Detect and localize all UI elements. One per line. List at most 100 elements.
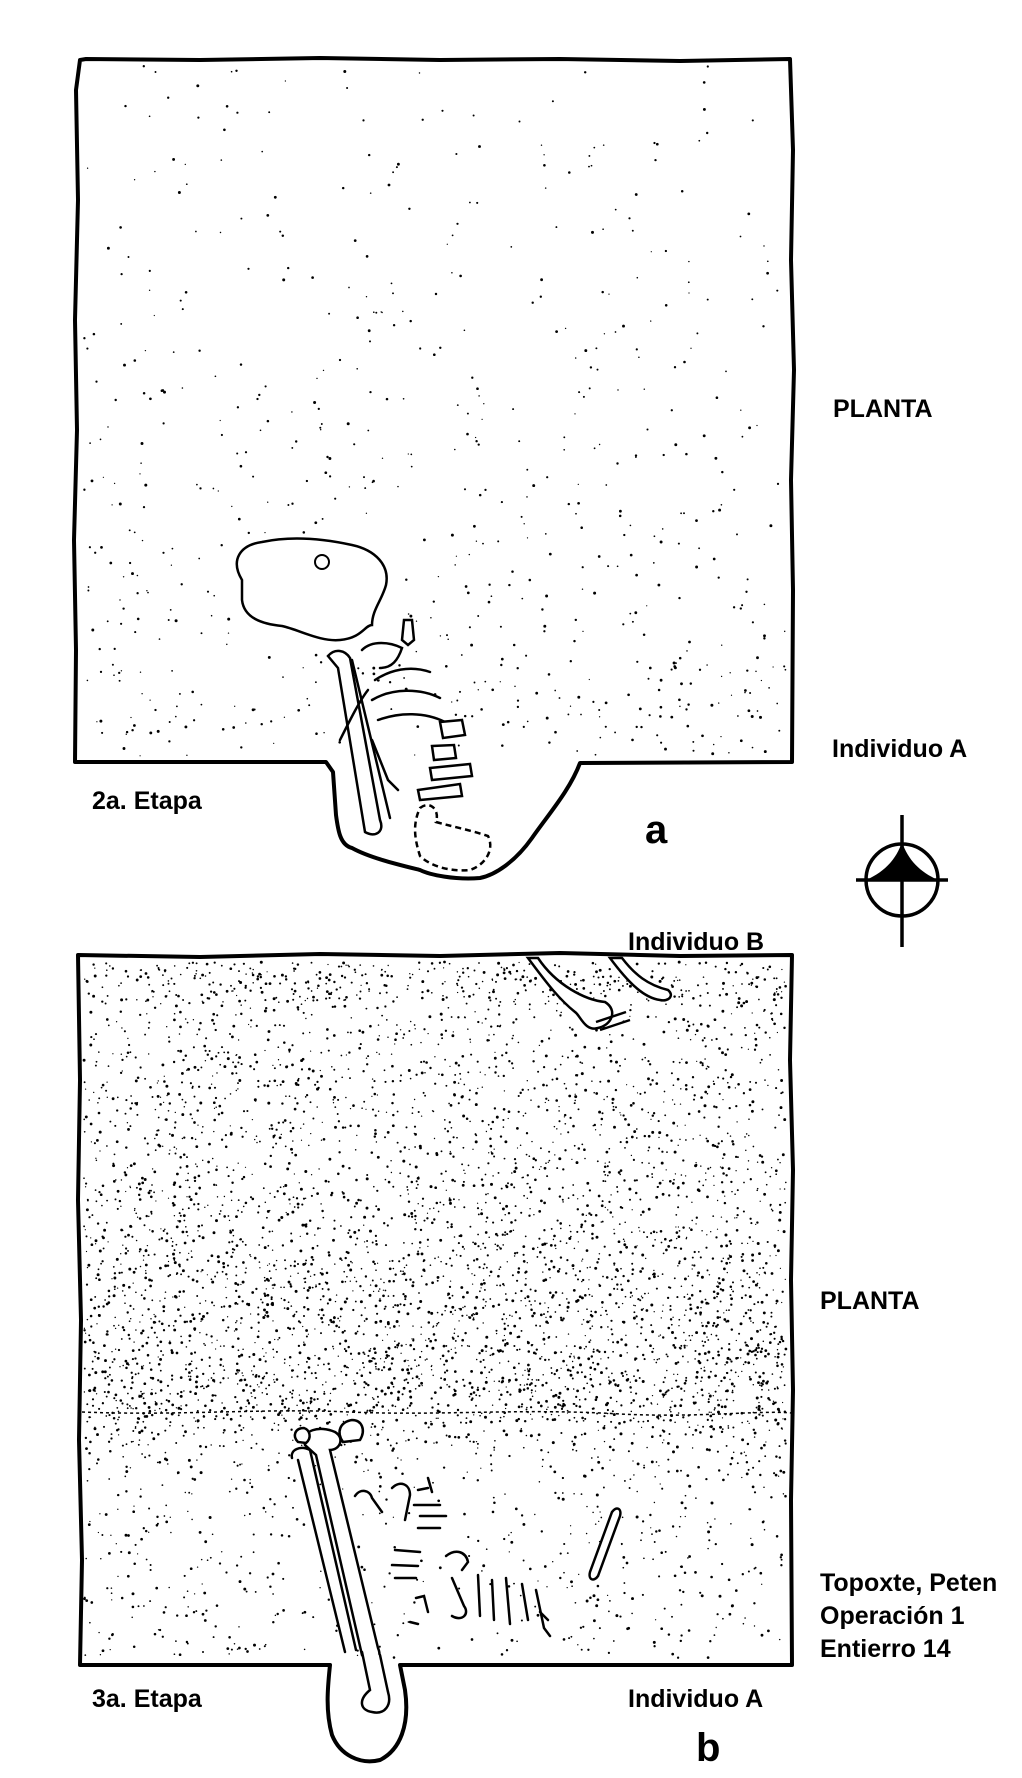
soil-dot [687,1298,689,1300]
soil-dot [566,1409,569,1412]
soil-dot [380,1389,384,1393]
soil-dot [414,1133,417,1136]
soil-dot [576,1389,579,1393]
soil-dot [175,1351,179,1355]
soil-dot [184,1054,188,1058]
soil-dot [211,1280,215,1284]
soil-dot [118,984,120,987]
soil-dot [194,1380,198,1384]
soil-dot [157,1080,159,1082]
soil-dot [577,1241,579,1243]
soil-dot [448,1435,451,1438]
soil-dot [190,1256,193,1259]
soil-dot [402,1272,406,1276]
soil-dot [678,656,682,660]
soil-dot [695,1497,697,1499]
soil-dot [426,1238,430,1241]
soil-dot [193,1121,196,1124]
soil-dot [142,1254,145,1257]
soil-dot [699,1256,702,1259]
soil-dot [762,1340,765,1343]
soil-dot [680,1003,683,1006]
soil-dot [101,986,104,989]
soil-dot [296,963,300,966]
soil-dot [127,1363,130,1366]
soil-dot [567,1197,570,1199]
soil-dot [688,1484,692,1488]
soil-dot [715,396,719,400]
soil-dot [513,1158,517,1161]
soil-dot [127,256,130,258]
soil-dot [177,1472,179,1475]
soil-dot [95,1159,98,1162]
soil-dot [519,1144,522,1147]
soil-dot [112,1294,116,1298]
soil-dot [333,1068,336,1071]
soil-dot [268,1263,271,1265]
soil-dot [140,1365,143,1368]
soil-dot [776,1158,779,1161]
soil-dot [722,981,725,985]
soil-dot [183,1390,185,1392]
soil-dot [499,1135,503,1138]
soil-dot [671,1652,675,1656]
soil-dot [172,351,175,353]
soil-dot [768,687,770,689]
soil-dot [781,1153,785,1157]
soil-dot [323,731,325,734]
soil-dot [434,292,438,296]
soil-dot [466,967,469,970]
soil-dot [646,1236,649,1238]
soil-dot [83,1225,86,1228]
soil-dot [615,1614,619,1618]
soil-dot [190,1136,194,1140]
soil-dot [125,730,129,734]
soil-dot [504,1293,507,1295]
soil-dot [706,1521,709,1524]
soil-dot [753,1363,755,1366]
soil-dot [505,1204,509,1208]
soil-dot [338,1151,341,1154]
soil-dot [281,1102,284,1105]
soil-dot [340,1225,342,1227]
soil-dot [477,1020,480,1024]
soil-dot [237,1337,240,1340]
soil-dot [195,230,197,233]
soil-dot [149,731,153,735]
soil-dot [733,488,736,491]
soil-dot [385,1498,388,1501]
soil-dot [148,1507,151,1510]
soil-dot [752,1428,756,1432]
soil-dot [300,1068,304,1071]
soil-dot [724,1069,727,1072]
soil-dot [292,1314,295,1318]
soil-dot [669,1318,673,1321]
soil-dot [312,1616,315,1619]
soil-dot [493,1196,497,1200]
soil-dot [539,1250,542,1254]
soil-dot [451,1249,455,1252]
soil-dot [476,201,479,204]
soil-dot [468,1316,472,1319]
soil-dot [402,1270,404,1273]
soil-dot [213,1107,216,1110]
soil-dot [410,465,413,468]
soil-dot [386,1224,389,1227]
soil-dot [503,968,506,971]
soil-dot [376,1051,378,1054]
soil-dot [284,978,288,981]
soil-dot [180,1408,183,1411]
soil-dot [730,1033,733,1036]
soil-dot [735,1339,737,1342]
soil-dot [493,1155,496,1158]
soil-dot [611,1372,613,1375]
soil-dot [664,747,667,751]
soil-dot [683,1277,687,1281]
soil-dot [485,1350,487,1353]
soil-dot [365,296,368,298]
soil-dot [577,1198,579,1200]
soil-dot [728,1240,732,1243]
soil-dot [321,1121,323,1124]
soil-dot [726,1390,729,1392]
soil-dot [613,1262,616,1265]
